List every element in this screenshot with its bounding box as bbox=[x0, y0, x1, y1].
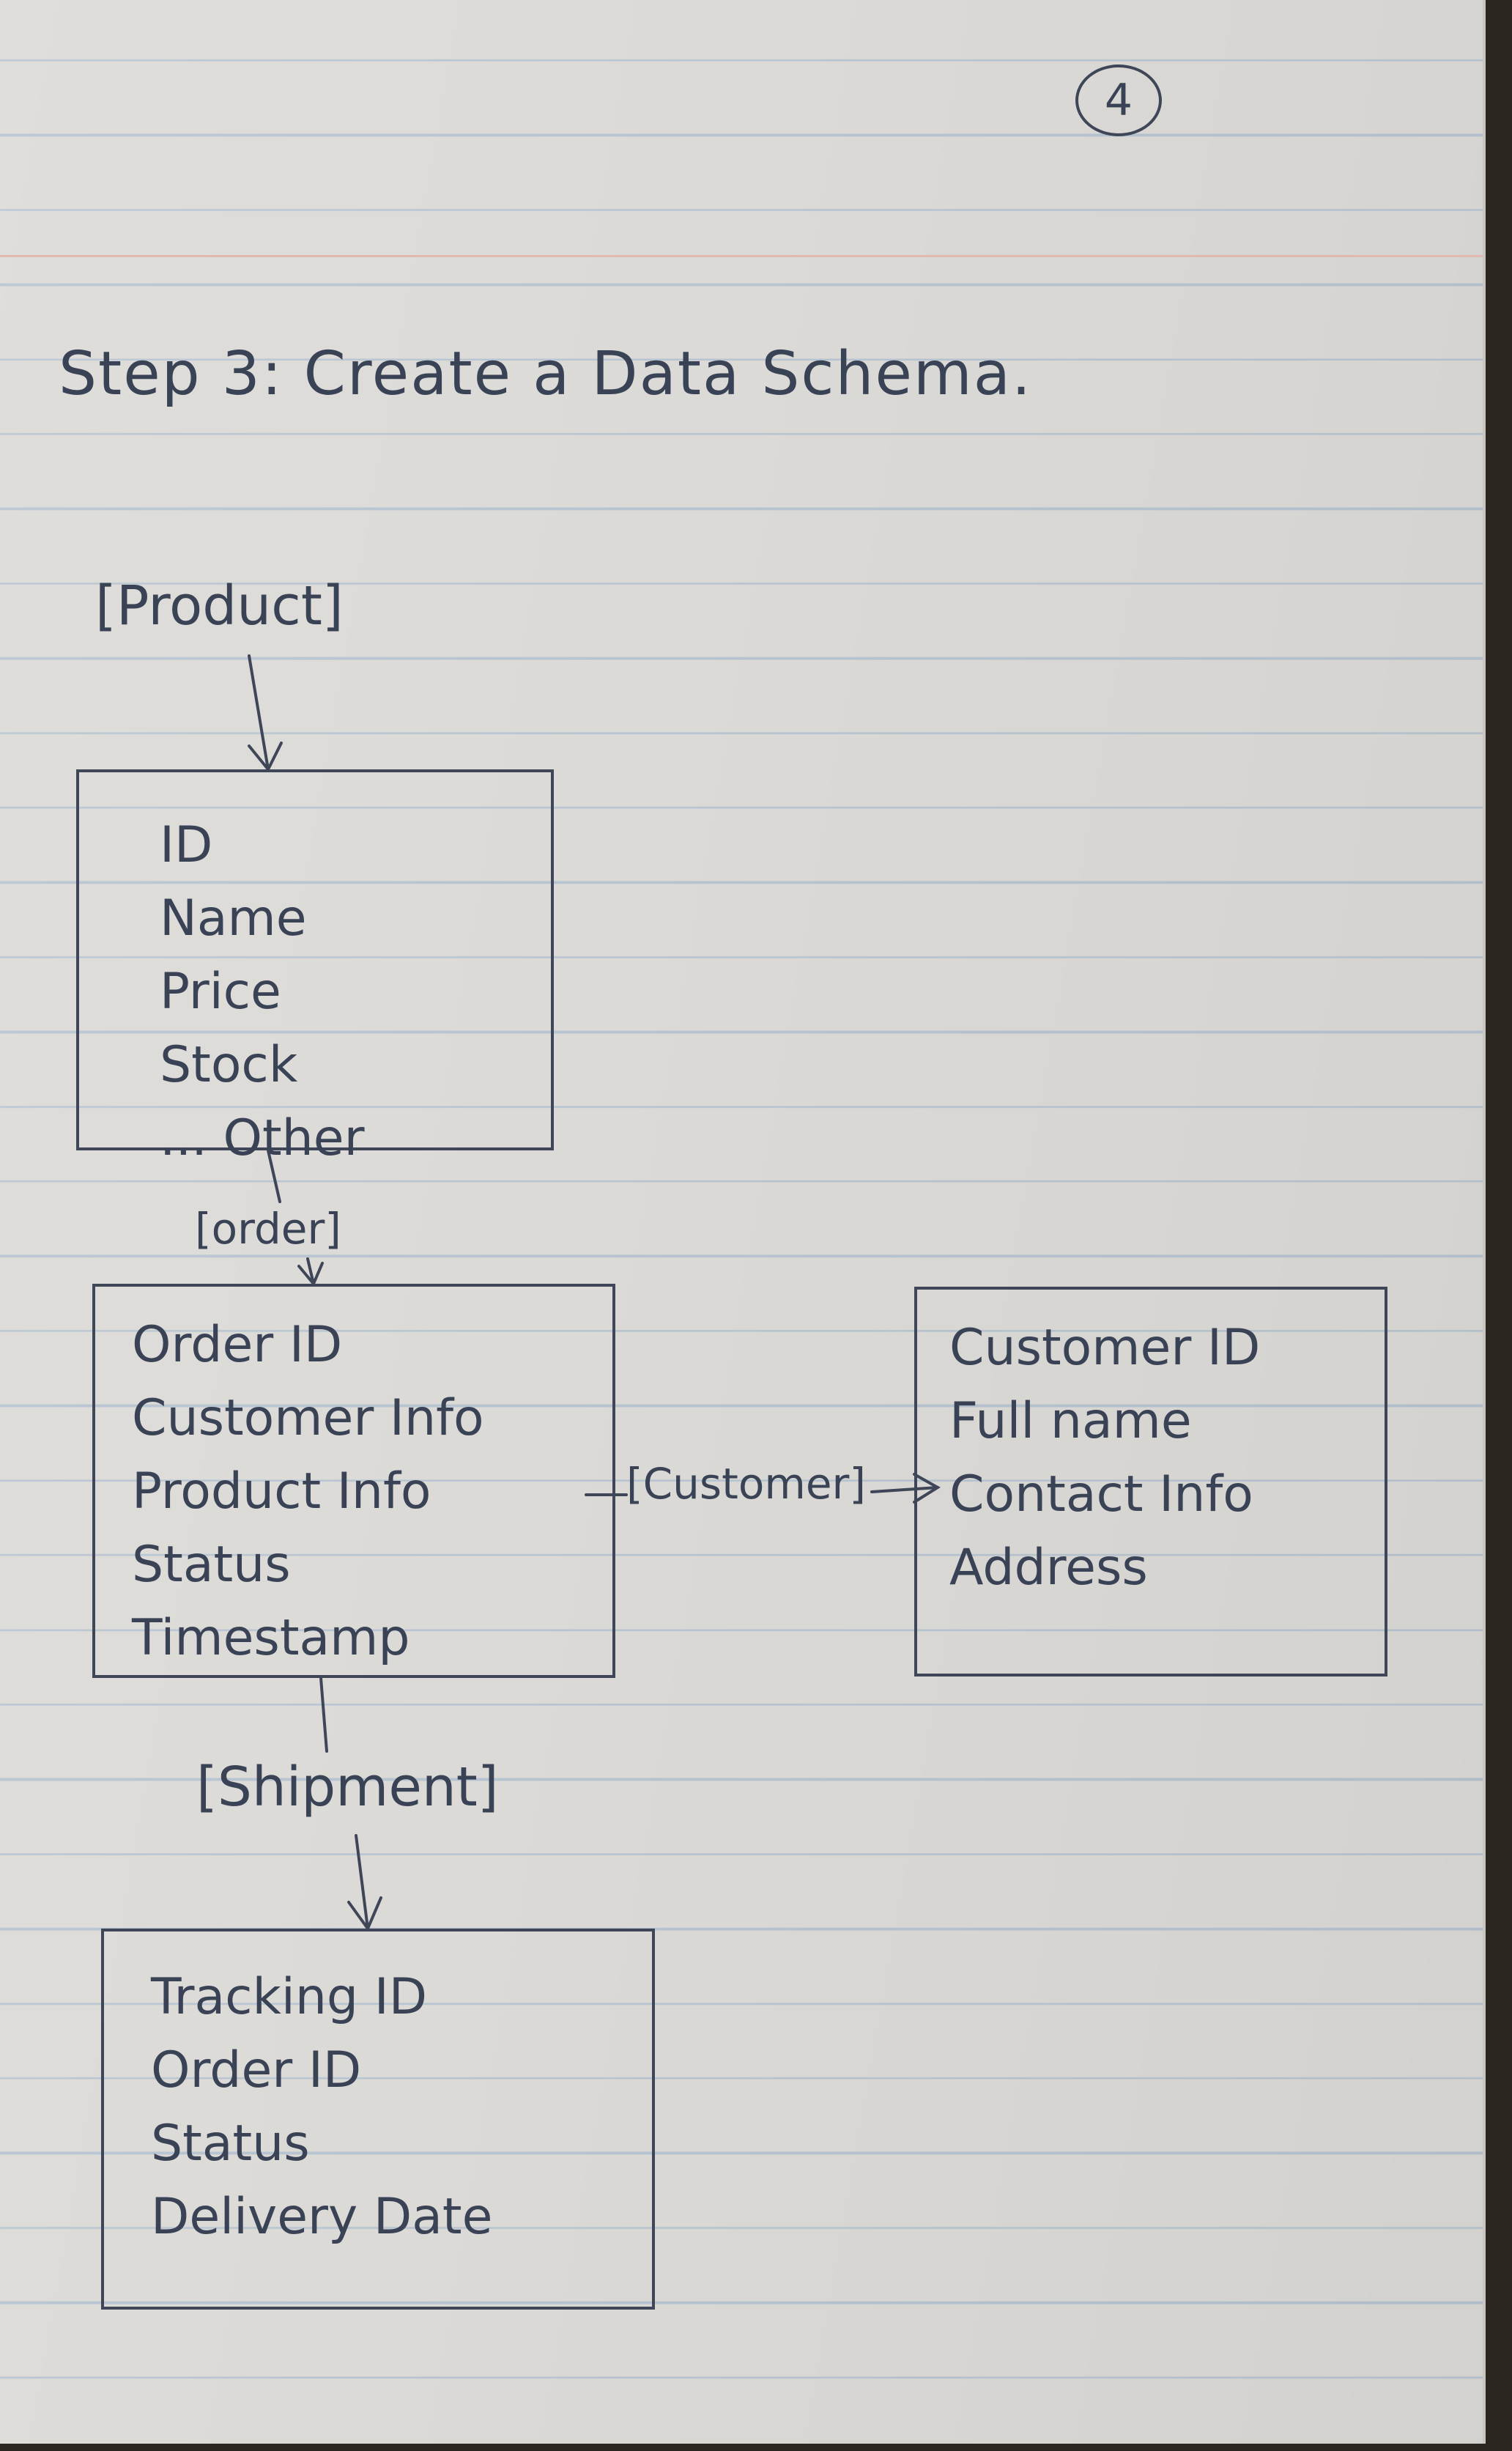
product-field: ID bbox=[160, 816, 213, 874]
page-title: Step 3: Create a Data Schema. bbox=[59, 339, 1033, 409]
product-field: Stock bbox=[160, 1036, 298, 1094]
product-field: ... Other bbox=[160, 1109, 365, 1167]
shipment-relation-label: [Shipment] bbox=[196, 1756, 499, 1819]
shipment-field: Tracking ID bbox=[151, 1968, 428, 2026]
page-number-circle: 4 bbox=[1075, 64, 1162, 136]
product-arrow bbox=[248, 654, 283, 772]
order-relation-label: [order] bbox=[195, 1204, 341, 1254]
order-field: Timestamp bbox=[132, 1609, 410, 1667]
order-field: Customer Info bbox=[132, 1389, 484, 1447]
product-field: Name bbox=[160, 890, 307, 947]
order-field: Order ID bbox=[132, 1316, 343, 1374]
product-to-order-line bbox=[267, 1149, 324, 1287]
customer-field: Contact Info bbox=[949, 1465, 1253, 1523]
order-to-customer-arrow bbox=[585, 1473, 941, 1504]
customer-relation-label: [Customer] bbox=[626, 1459, 866, 1509]
customer-field: Full name bbox=[949, 1392, 1192, 1450]
product-field: Price bbox=[160, 963, 281, 1021]
customer-field: Customer ID bbox=[949, 1319, 1261, 1377]
product-entity-label: [Product] bbox=[95, 574, 344, 637]
customer-field: Address bbox=[949, 1539, 1148, 1597]
shipment-field: Order ID bbox=[151, 2041, 362, 2099]
order-field: Status bbox=[132, 1536, 291, 1594]
shipment-field: Delivery Date bbox=[151, 2188, 493, 2246]
notebook-page: 4 Step 3: Create a Data Schema. [Product… bbox=[0, 0, 1486, 2444]
order-to-shipment-arrow bbox=[319, 1676, 382, 1932]
page-number: 4 bbox=[1104, 75, 1133, 126]
order-field: Product Info bbox=[132, 1463, 431, 1520]
margin-line bbox=[0, 255, 1483, 257]
shipment-field: Status bbox=[151, 2115, 310, 2173]
